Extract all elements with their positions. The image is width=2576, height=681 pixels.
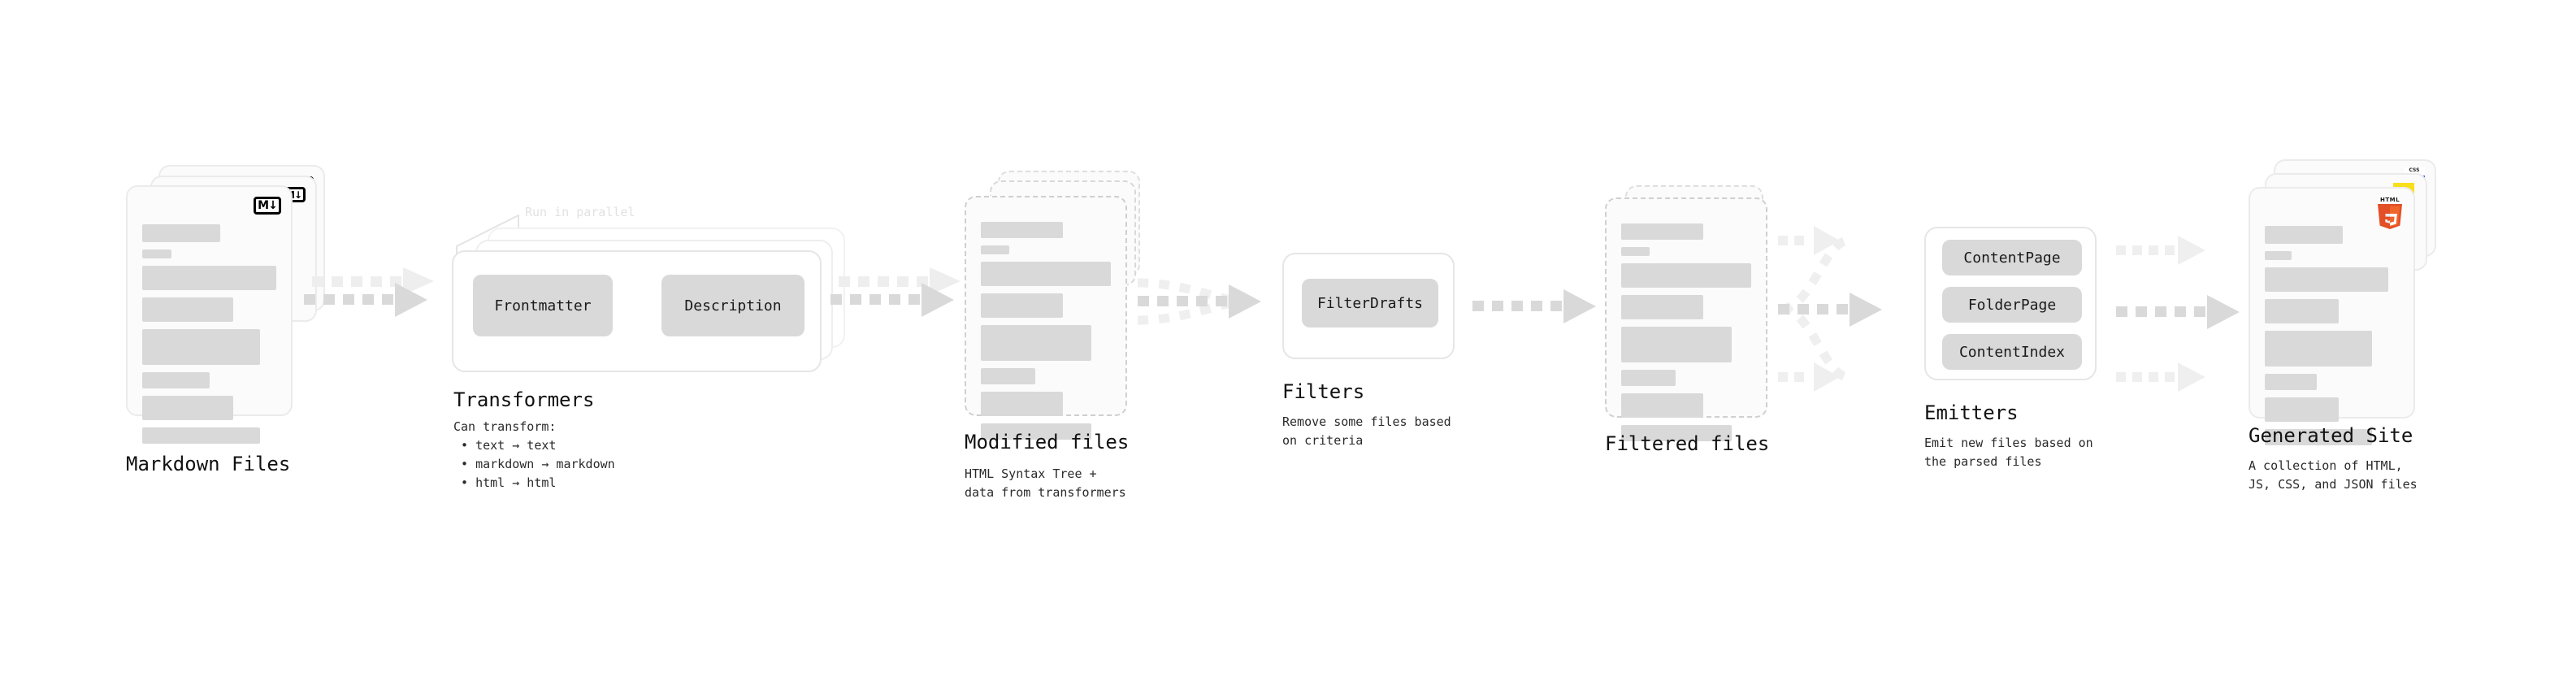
placeholder-line — [142, 396, 234, 420]
placeholder-line — [2265, 397, 2339, 422]
dashed-arrow-front — [830, 283, 954, 317]
placeholder-line — [981, 245, 1010, 254]
placeholder-line — [981, 423, 1091, 440]
stage-title-filtered-files: Filtered files — [1605, 432, 1770, 455]
placeholder-line — [981, 293, 1063, 318]
placeholder-line — [2265, 429, 2372, 445]
placeholder-lines — [1621, 223, 1751, 449]
dashed-arrow-back — [312, 267, 434, 295]
transformer-chip-frontmatter[interactable]: Frontmatter — [473, 275, 613, 336]
dashed-arrow-middle — [2116, 295, 2240, 329]
dashed-arrow-middle — [1778, 293, 1882, 327]
parallel-label: Run in parallel — [525, 205, 635, 219]
filter-chip-filterdrafts[interactable]: FilterDrafts — [1302, 279, 1438, 327]
placeholder-line — [1621, 223, 1703, 240]
placeholder-line — [2265, 331, 2372, 367]
stage-subtitle-generated-site: A collection of HTML, JS, CSS, and JSON … — [2249, 458, 2418, 492]
fan-curve — [1780, 236, 1849, 382]
connector-filters-to-filtered — [1472, 289, 1602, 327]
transformers-box: Frontmatter Description — [452, 250, 822, 372]
placeholder-line — [1621, 425, 1732, 441]
dashed-arrow-top — [1778, 226, 1840, 255]
placeholder-lines — [981, 222, 1111, 447]
placeholder-line — [2265, 267, 2388, 292]
placeholder-line — [981, 392, 1063, 416]
dashed-arrow-front — [304, 283, 427, 317]
placeholder-line — [142, 249, 172, 258]
stage-subtitle-transformers: Can transform: • text → text • markdown … — [453, 419, 615, 490]
emitter-chip-contentpage[interactable]: ContentPage — [1942, 240, 2082, 275]
placeholder-line — [1621, 247, 1650, 256]
html5-icon: HTML — [2376, 197, 2404, 229]
placeholder-line — [981, 325, 1091, 361]
placeholder-line — [981, 262, 1111, 286]
placeholder-line — [142, 224, 220, 242]
stage-title-markdown-files: Markdown Files — [126, 453, 291, 475]
placeholder-line — [981, 368, 1036, 384]
placeholder-line — [142, 372, 210, 388]
placeholder-line — [2265, 299, 2339, 323]
stage-subtitle-filters: Remove some files based on criteria — [1282, 414, 1451, 448]
emitters-box: ContentPage FolderPage ContentIndex — [1924, 227, 2097, 380]
placeholder-line — [1621, 370, 1676, 386]
connector-md-to-transformers — [304, 267, 442, 327]
stage-title-emitters: Emitters — [1924, 401, 2019, 424]
dashed-arrow-back — [839, 267, 961, 295]
stage-title-transformers: Transformers — [453, 388, 595, 411]
placeholder-line — [142, 427, 261, 444]
generated-site-card: HTML — [2249, 187, 2415, 445]
placeholder-lines — [142, 224, 276, 451]
dashed-arrow-top — [2116, 236, 2205, 265]
filters-box: FilterDrafts — [1282, 253, 1455, 359]
placeholder-line — [142, 297, 234, 322]
stage-title-filters: Filters — [1282, 380, 1365, 403]
connector-modified-to-filters — [1137, 275, 1284, 340]
filtered-file-card — [1605, 197, 1767, 441]
placeholder-line — [1621, 393, 1703, 418]
placeholder-line — [142, 329, 261, 365]
placeholder-line — [2265, 226, 2343, 244]
placeholder-line — [1621, 295, 1703, 319]
placeholder-lines — [2265, 226, 2399, 453]
placeholder-line — [142, 266, 276, 290]
connector-emitters-to-site — [2116, 228, 2262, 414]
dashed-arrow-front — [1138, 284, 1261, 319]
connector-transformers-to-modified — [830, 267, 969, 327]
placeholder-line — [2265, 251, 2292, 260]
stage-title-modified-files: Modified files — [965, 431, 1130, 453]
transformer-chip-description[interactable]: Description — [661, 275, 804, 336]
dashed-arrow-bottom — [2116, 362, 2205, 392]
modified-file-card — [965, 196, 1127, 440]
placeholder-line — [981, 222, 1063, 238]
dashed-arrow-front — [1472, 289, 1596, 323]
placeholder-line — [2265, 374, 2318, 390]
stage-subtitle-modified-files: HTML Syntax Tree + data from transformer… — [965, 466, 1126, 500]
placeholder-line — [1621, 263, 1751, 288]
stage-title-generated-site: Generated Site — [2249, 424, 2413, 447]
placeholder-line — [1621, 327, 1732, 362]
emitter-chip-contentindex[interactable]: ContentIndex — [1942, 334, 2082, 370]
dashed-arrow-bottom — [1778, 362, 1840, 392]
markdown-icon: M↓ — [254, 197, 281, 215]
emitter-chip-folderpage[interactable]: FolderPage — [1942, 287, 2082, 323]
markdown-file-card: M↓ — [126, 185, 293, 444]
stage-subtitle-emitters: Emit new files based on the parsed files — [1924, 436, 2093, 469]
connector-filtered-to-emitters — [1778, 218, 1924, 405]
